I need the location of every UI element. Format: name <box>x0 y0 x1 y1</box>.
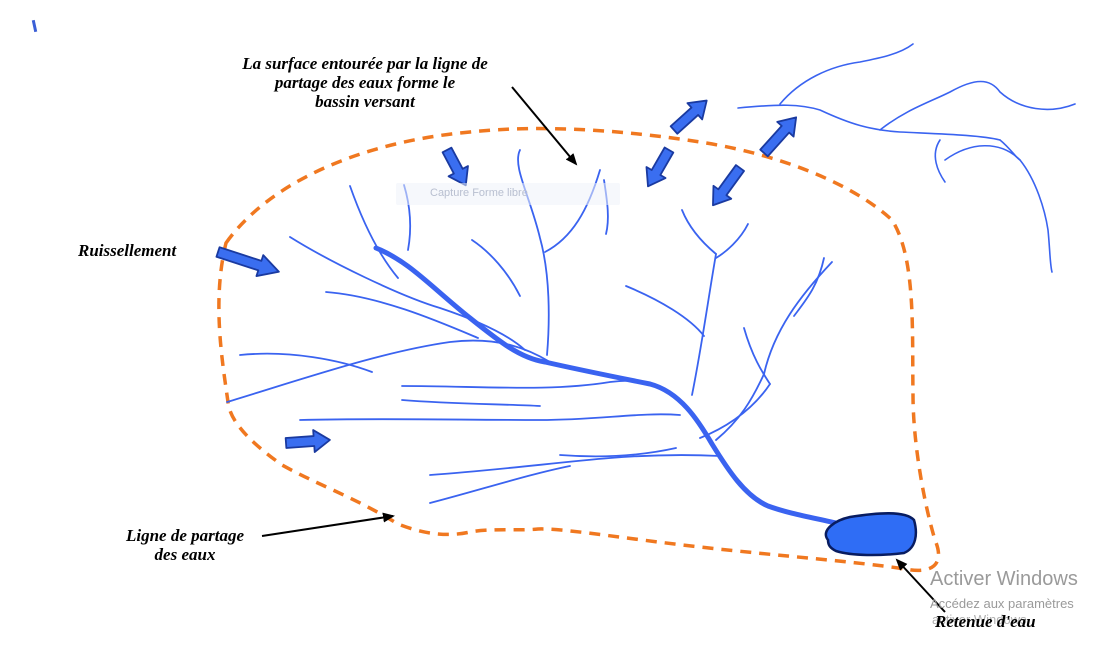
pointer-ligne-label <box>261 512 395 537</box>
tributary <box>401 399 541 407</box>
tributary <box>559 447 677 458</box>
ligne-partage-label: Ligne de partage des eaux <box>100 526 270 564</box>
external-rivers <box>737 43 1076 273</box>
pointer-retenue-label <box>895 558 946 613</box>
pointer-top-label <box>511 86 578 166</box>
runoff-arrow <box>441 146 469 187</box>
activate-windows-subtitle: Accédez aux paramètres <box>930 596 1074 611</box>
tributary <box>715 223 749 259</box>
label-pointers <box>261 86 946 613</box>
tributary <box>226 339 551 403</box>
tributary <box>681 209 717 255</box>
ruissellement-label: Ruissellement <box>78 241 177 260</box>
tributary <box>429 454 721 476</box>
runoff-arrows <box>215 99 798 453</box>
bassin-versant-label-line2: partage des eaux forme le <box>274 73 456 92</box>
activate-windows-title: Activer Windows <box>930 568 1078 590</box>
tributary <box>691 253 717 396</box>
tributary <box>699 383 771 439</box>
external-river <box>879 80 1076 131</box>
tributary <box>289 236 526 351</box>
ligne-partage-label-line2: des eaux <box>154 545 216 564</box>
tributary <box>793 257 825 317</box>
external-river <box>944 144 1053 273</box>
bassin-versant-label-line1: La surface entourée par la ligne de <box>242 54 488 73</box>
external-river <box>934 139 946 183</box>
runoff-arrow <box>669 99 708 135</box>
runoff-arrow <box>284 429 331 453</box>
tributary <box>743 327 771 385</box>
tributary <box>239 352 373 373</box>
ligne-partage-label-line1: Ligne de partage <box>125 526 245 545</box>
tributary <box>429 465 571 504</box>
activate-windows-subtitle2: activer Windows. <box>932 612 1031 627</box>
external-river <box>737 104 1001 141</box>
tributary <box>625 285 705 337</box>
tributary <box>715 261 833 441</box>
tributary <box>325 291 479 339</box>
retenue-label: Retenue d'eau <box>935 612 1036 631</box>
external-river <box>779 43 914 105</box>
runoff-arrow <box>759 116 798 158</box>
tributary <box>299 413 681 421</box>
bassin-versant-label: La surface entourée par la ligne de part… <box>185 54 545 111</box>
runoff-arrow <box>645 146 675 188</box>
tributary <box>471 239 521 297</box>
capture-overlay <box>396 183 620 205</box>
tributary <box>349 185 399 279</box>
capture-overlay-text: Capture Forme libre <box>430 187 528 199</box>
runoff-arrow <box>215 246 280 277</box>
tributary <box>517 149 550 356</box>
tributary <box>401 379 673 397</box>
main-river <box>373 245 843 527</box>
tributary <box>544 169 601 253</box>
bassin-versant-label-line3: bassin versant <box>315 92 415 111</box>
external-river <box>999 139 1021 161</box>
watershed-boundary <box>217 126 941 573</box>
runoff-arrow <box>712 164 745 207</box>
retenue-lake <box>824 512 918 557</box>
